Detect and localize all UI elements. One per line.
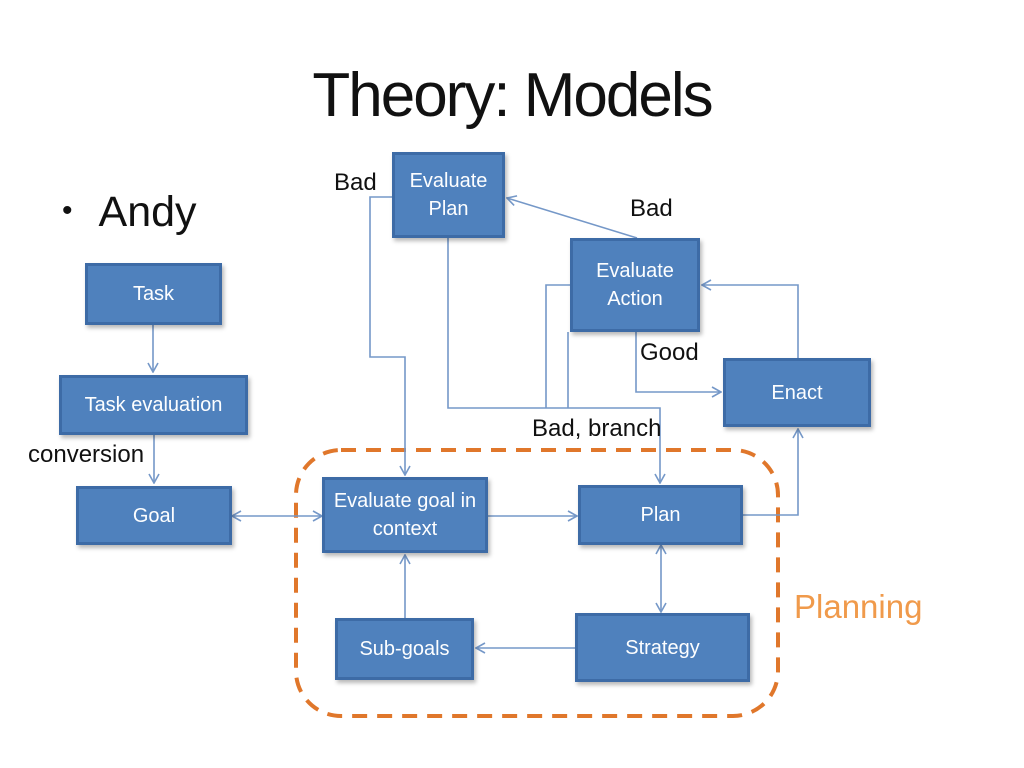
node-evaluate-goal-in-context: Evaluate goal in context	[322, 477, 488, 553]
node-sub-goals: Sub-goals	[335, 618, 474, 680]
node-task: Task	[85, 263, 222, 325]
edge-label-bad-action: Bad	[630, 195, 673, 222]
node-goal-label: Goal	[132, 504, 176, 527]
connector-plan-to-enact	[743, 429, 798, 516]
connector-evaluate-action-left-to-branch	[545, 284, 570, 408]
node-plan-label: Plan	[640, 504, 681, 526]
node-task-label: Task	[132, 283, 175, 305]
node-evaluate-plan: Evaluate Plan	[392, 152, 505, 238]
connector-evaluate-plan-to-plan-branch	[447, 238, 660, 483]
node-goal: Goal	[76, 486, 232, 545]
edge-label-conversion: conversion	[28, 441, 145, 468]
bullet-item-andy: • Andy	[62, 188, 197, 237]
node-evaluate-goal-in-context-label: Evaluate goal in context	[333, 490, 477, 540]
node-evaluate-plan-label: Evaluate Plan	[409, 170, 488, 220]
node-enact: Enact	[723, 358, 871, 427]
bullet-dot: •	[62, 194, 73, 227]
node-evaluate-action: Evaluate Action	[570, 238, 700, 332]
edge-label-good: Good	[640, 339, 699, 366]
edge-label-bad-plan: Bad	[334, 169, 377, 196]
slide-title: Theory: Models	[312, 61, 713, 130]
node-strategy-label: Strategy	[625, 636, 700, 659]
connector-evaluate-action-bad-to-evaluate-plan	[507, 198, 638, 239]
connector-evaluate-action-good-to-enact	[635, 332, 721, 392]
bullet-text: Andy	[98, 188, 197, 236]
connector-evaluate-plan-bad-to-evaluate-goal	[369, 196, 405, 475]
node-plan: Plan	[578, 485, 743, 545]
node-evaluate-action-label: Evaluate Action	[596, 260, 674, 310]
node-enact-label: Enact	[771, 381, 823, 404]
connector-enact-to-evaluate-action	[702, 285, 799, 358]
planning-region-label: Planning	[794, 588, 923, 625]
node-sub-goals-label: Sub-goals	[359, 638, 450, 660]
node-task-evaluation-label: Task evaluation	[84, 394, 223, 416]
planning-region-outline	[294, 448, 780, 718]
node-task-evaluation: Task evaluation	[59, 375, 248, 435]
edge-label-bad-branch: Bad, branch	[532, 415, 662, 442]
node-strategy: Strategy	[575, 613, 750, 682]
